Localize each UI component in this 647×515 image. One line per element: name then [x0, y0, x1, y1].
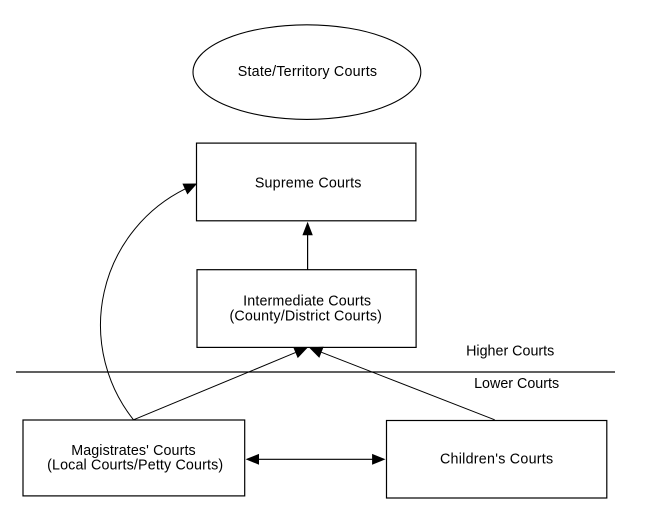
svg-text:Lower Courts: Lower Courts [474, 376, 559, 392]
svg-text:Magistrates' Courts: Magistrates' Courts [71, 443, 196, 459]
svg-text:(County/District Courts): (County/District Courts) [229, 309, 382, 325]
svg-text:Supreme Courts: Supreme Courts [255, 175, 362, 191]
svg-text:State/Territory Courts: State/Territory Courts [238, 64, 377, 80]
svg-text:(Local Courts/Petty Courts): (Local Courts/Petty Courts) [47, 458, 223, 474]
svg-text:Intermediate Courts: Intermediate Courts [243, 294, 371, 310]
svg-text:Higher Courts: Higher Courts [466, 343, 554, 359]
svg-text:Children's Courts: Children's Courts [440, 452, 553, 468]
